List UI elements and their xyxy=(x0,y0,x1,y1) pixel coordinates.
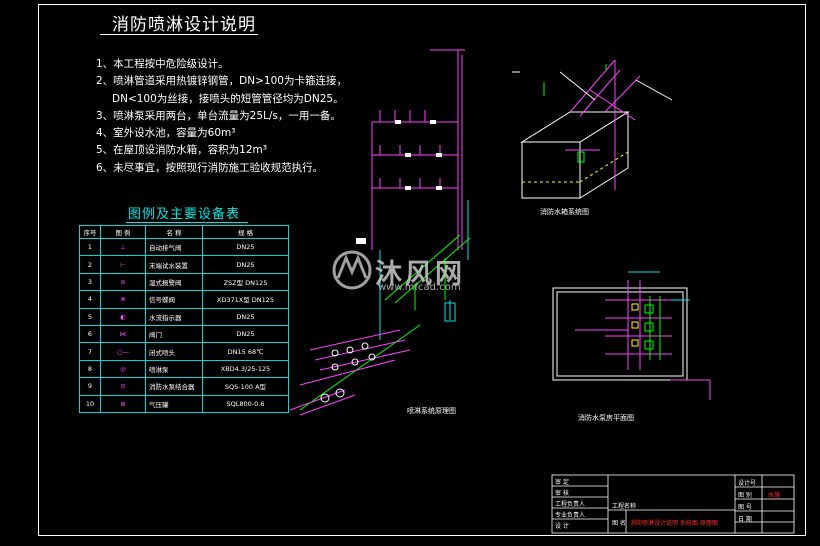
title-block-grid xyxy=(551,474,795,534)
tb-row-label: 审 核 xyxy=(555,490,569,497)
sprinkler-system-diagram xyxy=(289,49,471,416)
tb-row-label: 审 定 xyxy=(555,479,569,486)
tb-right-label: 图 号 xyxy=(738,504,752,511)
system-diagram-label: 喷淋系统原理图 xyxy=(407,407,456,415)
tb-right-value: 水施 xyxy=(768,492,781,499)
note-line: 4、室外设水池，容量为60m³ xyxy=(96,127,236,140)
tb-right-label: 设计号 xyxy=(738,480,757,487)
note-line: 2、喷淋管道采用热镀锌钢管，DN>100为卡箍连接， xyxy=(96,75,347,88)
legend-underline xyxy=(126,222,248,223)
note-line: DN<100为丝接，接喷头的短管管径均为DN25。 xyxy=(112,92,344,105)
water-tank-diagram xyxy=(512,59,673,199)
design-notes: 1、本工程按中危险级设计。 2、喷淋管道采用热镀锌钢管，DN>100为卡箍连接，… xyxy=(96,56,347,177)
drawing-frame xyxy=(38,4,806,536)
row-no: 10 xyxy=(79,394,101,413)
watermark-logo xyxy=(332,250,372,290)
tb-project-label: 工程名称 xyxy=(612,503,637,510)
tb-right-label: 日 期 xyxy=(738,516,752,523)
row-spec: SQL800-0.6 xyxy=(202,394,289,413)
watermark-brand: 沐风网 xyxy=(375,259,465,290)
title-underline xyxy=(100,34,258,35)
tb-row-label: 专业负责人 xyxy=(555,512,586,519)
note-line: 6、未尽事宜，按照现行消防施工验收规范执行。 xyxy=(96,161,324,174)
tb-right-label: 图 别 xyxy=(738,492,752,499)
row-spec: DN25 xyxy=(202,324,289,344)
note-line: 5、在屋顶设消防水箱，容积为12m³ xyxy=(96,144,267,157)
page-title: 消防喷淋设计说明 xyxy=(112,15,256,35)
watermark-url: www.mfcad.com xyxy=(378,282,461,293)
title-block: 审 定 审 核 工程负责人 专业负责人 设 计 工程名称 图 名 消防喷淋设计说… xyxy=(552,475,794,533)
tb-row-label: 工程负责人 xyxy=(555,501,586,508)
pump-room-label: 消防水泵房平面图 xyxy=(578,414,634,422)
tb-drawing-name: 消防喷淋设计说明 系统图 原理图 xyxy=(630,520,718,527)
note-line: 3、喷淋泵采用两台，单台流量为25L/s，一用一备。 xyxy=(96,109,341,122)
legend-title: 图例及主要设备表 xyxy=(128,207,241,222)
tank-diagram-label: 消防水箱系统图 xyxy=(540,208,589,216)
pump-room-plan xyxy=(552,271,711,400)
tb-drawing-label: 图 名 xyxy=(612,520,626,527)
note-line: 1、本工程按中危险级设计。 xyxy=(96,58,229,70)
tb-row-label: 设 计 xyxy=(555,523,569,530)
